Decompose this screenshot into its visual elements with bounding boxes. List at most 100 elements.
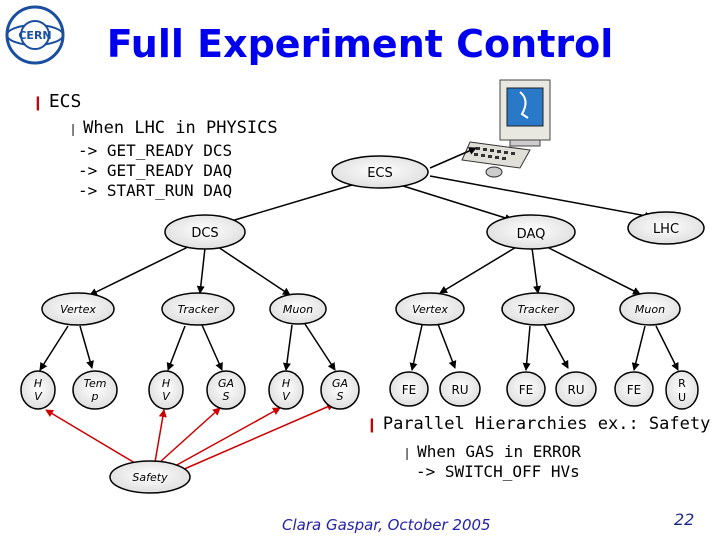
node-dcs-vertex-shape	[41, 292, 115, 326]
safety-edge-hv3	[174, 407, 281, 467]
page-number: 22	[674, 510, 695, 529]
node-daq-tracker-label: Tracker	[518, 303, 560, 316]
safety-edge-gas1	[159, 407, 221, 463]
edge-dcs-tracker	[196, 247, 206, 294]
command-line-switch: -> SWITCH_OFF HVs	[416, 462, 580, 481]
edge-dcs-muon	[214, 244, 291, 296]
node-hv1-shape	[20, 370, 56, 410]
edge-dmuon-fe	[631, 325, 646, 371]
node-fe1-label: FE	[402, 383, 416, 397]
edge-tracker-hv	[166, 325, 186, 371]
edge-tracker-gas	[201, 324, 223, 371]
node-ru1-label: RU	[451, 383, 468, 397]
sub-bullet-lhc: ❘ When LHC in PHYSICS	[68, 118, 278, 138]
node-daq-shape	[486, 214, 576, 250]
node-temp-label-2: p	[91, 390, 99, 403]
bullet-parallel: ❙ Parallel Hierarchies ex.: Safety	[366, 414, 710, 434]
node-fe2-label: FE	[519, 383, 533, 397]
node-ru2-shape	[555, 371, 597, 407]
sub-bullet-gas-text: When GAS in ERROR	[417, 442, 581, 461]
command-line-3: -> START_RUN DAQ	[78, 181, 233, 200]
edge-dvertex-ru	[437, 323, 457, 369]
edge-dmuon-ru	[655, 325, 679, 371]
node-hv2-shape	[148, 370, 184, 410]
node-dcs-shape	[164, 214, 246, 250]
node-lhc-label: LHC	[653, 222, 679, 237]
node-ecs-label: ECS	[367, 166, 393, 181]
edge-ecs-daq	[399, 184, 513, 222]
bullet-parallel-text: Parallel Hierarchies ex.: Safety	[382, 414, 711, 434]
node-dcs-muon-label: Muon	[283, 303, 313, 316]
node-daq-muon-label: Muon	[635, 303, 665, 316]
node-fe1-shape	[389, 371, 429, 407]
edge-dtracker-ru	[543, 323, 569, 369]
node-ru3-label-1: R	[678, 377, 686, 390]
node-lhc-shape	[627, 211, 705, 245]
node-ru1-shape	[439, 371, 481, 407]
node-daq-vertex-label: Vertex	[412, 303, 448, 316]
safety-edge-gas2	[181, 403, 335, 471]
safety-edge-hv2	[154, 409, 167, 463]
node-hv3-label-2: V	[282, 390, 291, 403]
edge-ecs-computer	[429, 147, 477, 169]
edge-muon-gas	[304, 323, 336, 371]
edge-vertex-temp	[79, 325, 94, 369]
edge-daq-muon	[544, 245, 641, 295]
node-daq-label: DAQ	[517, 227, 546, 242]
cern-logo-text: CERN	[18, 29, 51, 42]
node-gas2-label-2: S	[337, 390, 344, 403]
edge-dtracker-fe	[522, 325, 531, 371]
node-daq-vertex-shape	[395, 292, 465, 326]
node-gas2-shape	[320, 370, 360, 410]
edge-muon-hv	[282, 324, 293, 371]
sub-bullet-gas: ❘ When GAS in ERROR	[402, 442, 581, 461]
node-safety-shape	[109, 460, 191, 494]
node-dcs-tracker-shape	[161, 292, 235, 326]
node-ru2-label: RU	[567, 383, 584, 397]
node-gas1-label-2: S	[223, 390, 230, 403]
bullet-ecs-text: ECS	[48, 91, 82, 112]
bullet-marker: ❙	[366, 417, 378, 433]
edge-ecs-lhc	[429, 175, 653, 220]
node-daq-tracker-shape	[501, 292, 575, 326]
footer-author: Clara Gaspar, October 2005	[282, 516, 491, 534]
computer-icon	[461, 79, 551, 178]
edge-daq-tracker	[531, 247, 542, 294]
node-hv1-label-1: H	[34, 377, 42, 390]
bullet-ecs: ❙ ECS	[32, 91, 81, 112]
node-fe3-shape	[614, 371, 654, 407]
page-title: Full Experiment Control	[106, 22, 614, 66]
node-hv2-label-1: H	[162, 377, 170, 390]
command-line-2: -> GET_READY DAQ	[78, 161, 233, 180]
node-ecs-shape	[331, 155, 429, 189]
node-ru3-shape	[665, 370, 699, 410]
edge-dcs-vertex	[89, 245, 191, 296]
node-fe3-label: FE	[627, 383, 641, 397]
edge-daq-vertex	[439, 245, 519, 294]
edge-ecs-dcs	[217, 184, 353, 227]
node-dcs-muon-shape	[269, 293, 327, 325]
node-gas1-label-1: GA	[218, 377, 234, 390]
node-hv1-label-2: V	[34, 390, 43, 403]
sub-bullet-lhc-text: When LHC in PHYSICS	[83, 118, 278, 138]
node-hv2-label-2: V	[162, 390, 171, 403]
node-dcs-vertex-label: Vertex	[60, 303, 96, 316]
edge-dvertex-fe	[409, 324, 423, 371]
command-line-1: -> GET_READY DCS	[78, 141, 233, 160]
node-hv3-shape	[268, 370, 304, 410]
bullet-marker: ❙	[32, 95, 44, 111]
edge-vertex-hv	[39, 325, 69, 371]
node-daq-muon-shape	[619, 292, 681, 326]
node-ru3-label-2: U	[678, 391, 686, 404]
safety-edge-hv1	[45, 409, 141, 467]
node-gas1-shape	[206, 370, 246, 410]
node-dcs-label: DCS	[191, 226, 218, 241]
node-fe2-shape	[506, 371, 546, 407]
sub-bullet-marker: ❘	[402, 446, 413, 460]
sub-bullet-marker: ❘	[68, 122, 79, 136]
cern-logo: CERN	[5, 5, 65, 65]
node-gas2-label-1: GA	[332, 377, 348, 390]
node-hv3-label-1: H	[282, 377, 290, 390]
